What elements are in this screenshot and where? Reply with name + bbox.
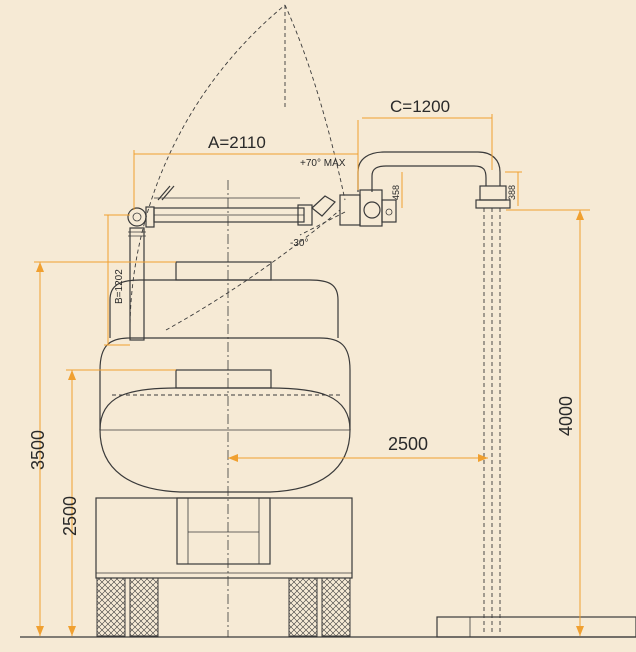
label-horizontal-2500: 2500 (388, 434, 428, 454)
swivel-assembly (339, 189, 397, 227)
label-height-3500: 3500 (28, 430, 48, 470)
truck-wheels (96, 577, 351, 637)
outer-arm (153, 185, 336, 226)
label-rise-388: 388 (507, 185, 517, 200)
drop-pipe (127, 206, 155, 341)
label-c-reach: C=1200 (390, 97, 450, 116)
label-height-4000: 4000 (556, 396, 576, 436)
label-angle-down: -30° (290, 238, 308, 249)
label-angle-up: +70° MAX (300, 158, 346, 169)
support-column (436, 208, 636, 638)
label-a-reach: A=2110 (208, 133, 266, 152)
inner-arm (357, 151, 511, 209)
tanker-truck (95, 180, 353, 637)
truck-chassis (95, 497, 353, 579)
loading-arm (127, 4, 636, 638)
label-height-2500: 2500 (60, 496, 80, 536)
label-b-drop: B=1202 (114, 269, 125, 304)
sweep-envelope (129, 4, 346, 331)
label-rise-458: 458 (391, 185, 401, 200)
dimension-labels: A=2110 C=1200 +70° MAX -30° 458 388 B=12… (28, 97, 576, 536)
dimension-lines (34, 114, 590, 636)
tank-body (99, 261, 351, 493)
